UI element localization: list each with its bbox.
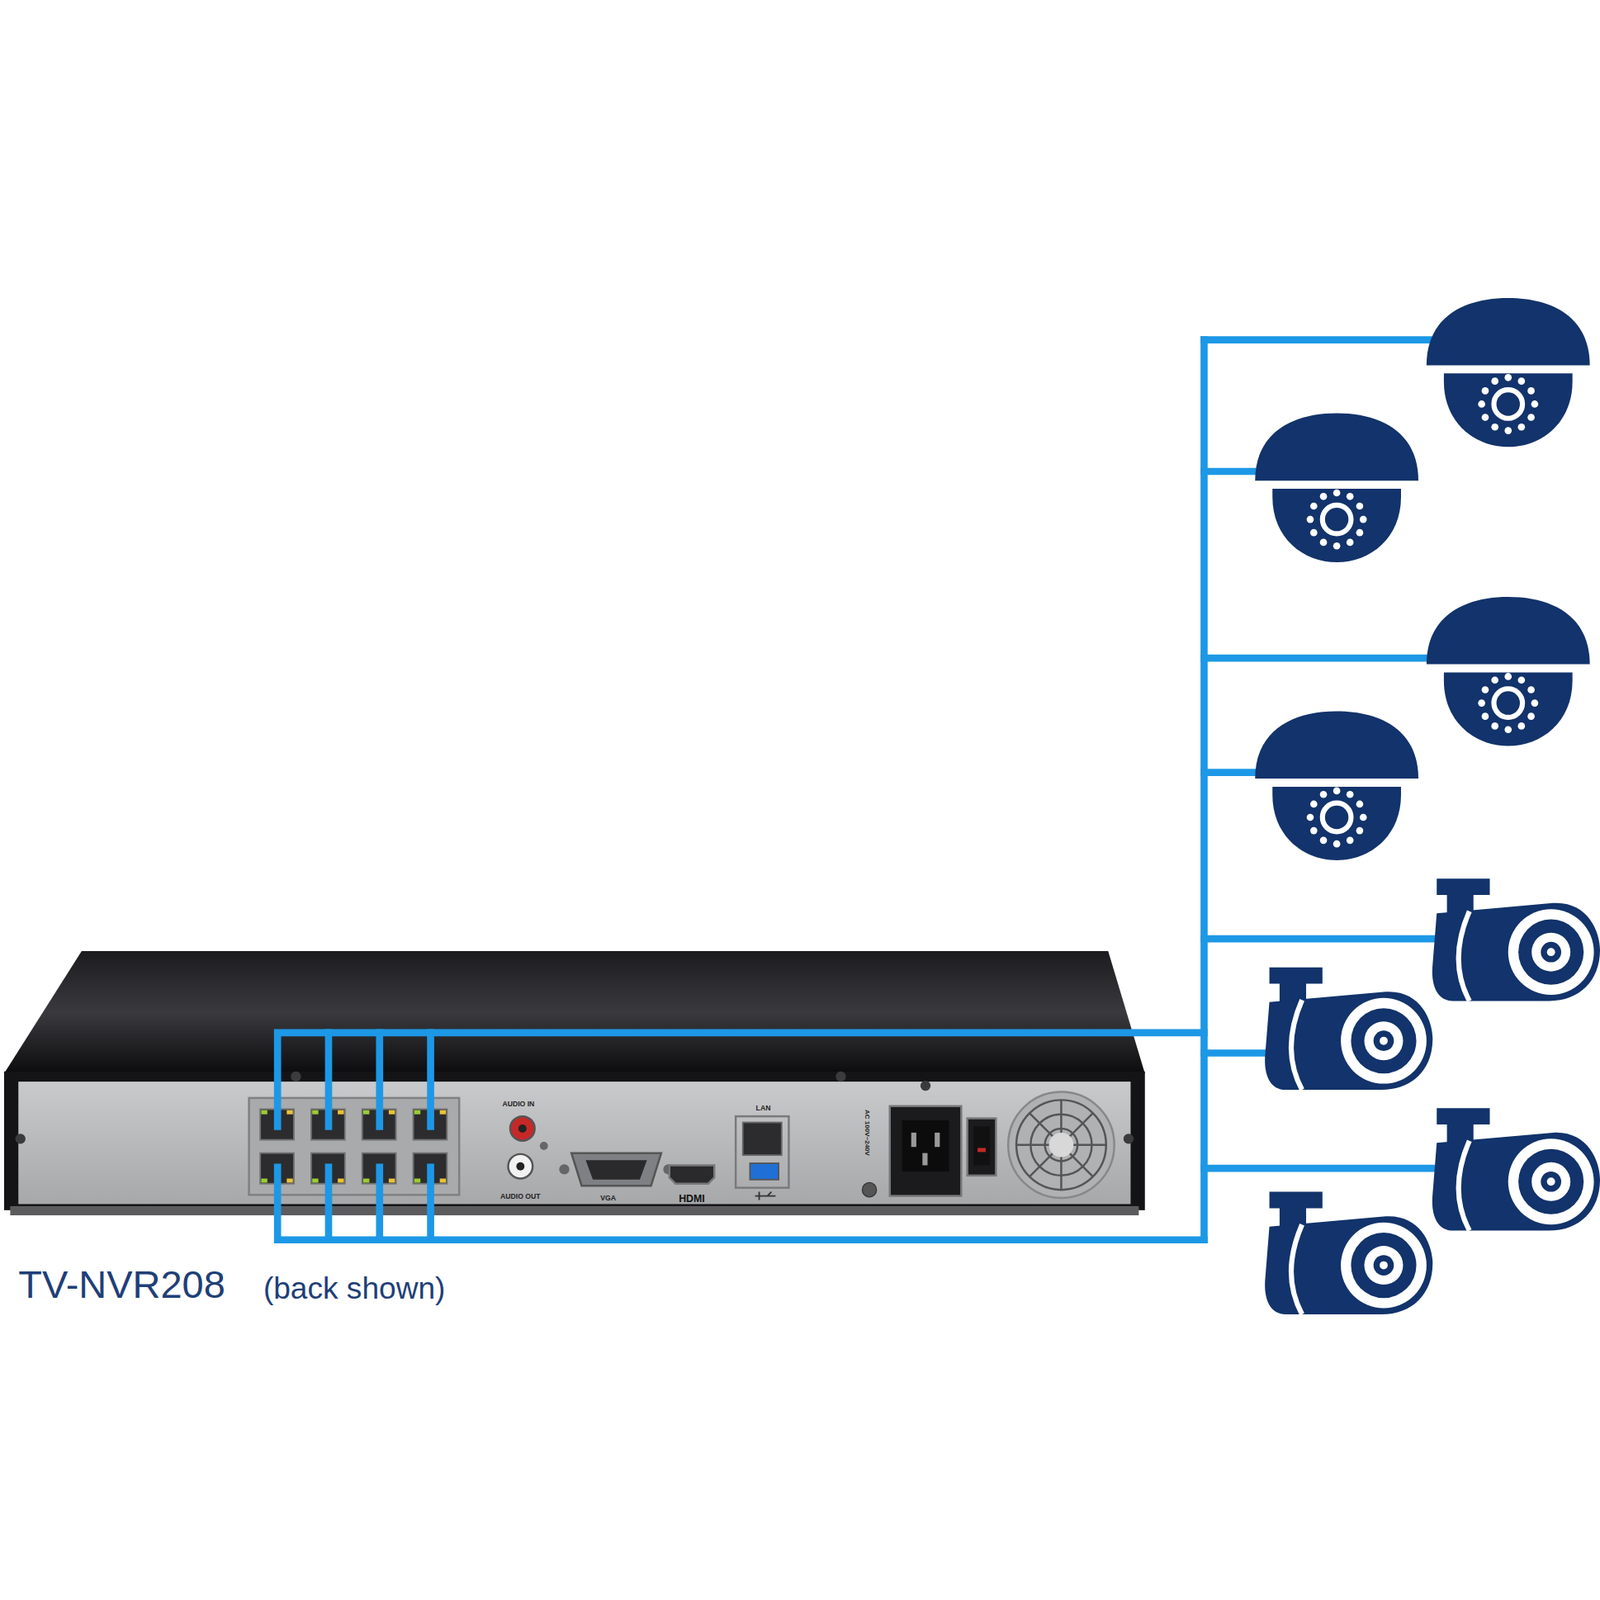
power-section xyxy=(889,1091,1115,1198)
art-part xyxy=(312,1110,318,1115)
art-part xyxy=(286,1110,293,1115)
port-label: LAN xyxy=(756,1104,772,1113)
art-part xyxy=(325,1167,333,1241)
dome-camera xyxy=(1254,413,1419,563)
art-part xyxy=(1203,1164,1439,1173)
art-part xyxy=(518,1124,527,1133)
dome-camera xyxy=(1426,298,1591,447)
cameras xyxy=(1254,298,1600,1315)
art-part xyxy=(260,1110,267,1115)
art-part xyxy=(889,1106,962,1197)
art-part xyxy=(375,1032,384,1127)
art-part xyxy=(1203,336,1434,344)
art-part xyxy=(260,1108,447,1184)
rear-panel xyxy=(18,1081,1131,1204)
art-part xyxy=(1203,1049,1270,1057)
port-label: VGA xyxy=(600,1194,616,1203)
art-part xyxy=(1203,935,1439,943)
art-part xyxy=(363,1178,370,1184)
art-part xyxy=(934,1132,940,1147)
art-part xyxy=(743,1122,782,1156)
nvr-frame xyxy=(4,1071,1146,1211)
art-part xyxy=(558,1164,569,1174)
art-part xyxy=(15,1133,26,1144)
art-part xyxy=(414,1110,421,1115)
art-part xyxy=(1008,1091,1115,1198)
port-label: AUDIO IN xyxy=(501,1100,535,1108)
art-part xyxy=(508,1154,534,1179)
ground-screw xyxy=(861,1182,876,1197)
art-part xyxy=(337,1110,344,1115)
art-part xyxy=(414,1178,421,1184)
dome-camera xyxy=(1426,596,1591,746)
art-part xyxy=(337,1178,344,1184)
art-part xyxy=(977,1147,986,1152)
art-part xyxy=(440,1178,446,1184)
bullet-camera xyxy=(1264,967,1433,1090)
bullet-camera xyxy=(1432,878,1600,1001)
art-part xyxy=(1016,1099,1107,1190)
network-wires xyxy=(277,340,1440,1241)
power-rating: AC 100V~240V xyxy=(864,1109,872,1156)
art-part xyxy=(260,1110,421,1184)
hdmi-port xyxy=(669,1164,715,1184)
art-part xyxy=(426,1167,435,1241)
art-part xyxy=(1203,654,1434,663)
art-part xyxy=(922,1153,928,1166)
art-part xyxy=(312,1178,318,1184)
caption: TV-NVR208 xyxy=(18,1265,226,1305)
art-part xyxy=(286,1110,446,1184)
art-part xyxy=(1016,1099,1107,1190)
art-part xyxy=(1016,1099,1107,1190)
art-part xyxy=(510,1116,535,1141)
dome-camera xyxy=(1254,710,1419,860)
art-part xyxy=(1049,1132,1075,1158)
nvr-body xyxy=(4,951,1146,1216)
caption-note: (back shown) xyxy=(263,1273,446,1304)
art-part xyxy=(375,1167,384,1241)
bullet-camera xyxy=(1432,1107,1600,1231)
art-part xyxy=(749,1163,779,1180)
audio-jacks xyxy=(508,1116,549,1179)
art-part xyxy=(440,1110,446,1115)
art-part xyxy=(286,1178,293,1184)
art-part xyxy=(735,1116,789,1189)
art-part xyxy=(585,1159,647,1179)
art-part xyxy=(539,1141,549,1151)
art-part xyxy=(325,1032,333,1127)
port-label: HDMI xyxy=(678,1193,706,1204)
art-part xyxy=(911,1132,917,1147)
nvr-top xyxy=(4,951,1146,1074)
art-part xyxy=(388,1178,395,1184)
art-part xyxy=(515,1162,525,1171)
art-part xyxy=(426,1032,435,1127)
art-part xyxy=(1123,1133,1134,1144)
vga-port xyxy=(558,1153,673,1187)
art-part xyxy=(363,1110,370,1115)
art-part xyxy=(902,1120,950,1172)
art-part xyxy=(967,1118,997,1176)
bottom-lip xyxy=(9,1206,1139,1216)
screws xyxy=(15,1071,1135,1145)
art-part xyxy=(260,1178,267,1184)
bullet-camera xyxy=(1264,1192,1433,1315)
art-part xyxy=(571,1153,662,1187)
port-label: AUDIO OUT xyxy=(500,1192,541,1200)
lan-usb xyxy=(735,1116,789,1200)
art-part xyxy=(388,1110,395,1115)
art-part xyxy=(669,1164,715,1184)
art-part xyxy=(911,1132,941,1166)
art-part xyxy=(755,1192,777,1201)
art-part xyxy=(277,1032,1204,1127)
art-part xyxy=(290,1071,301,1082)
art-part xyxy=(861,1182,876,1197)
art-part xyxy=(920,1080,931,1091)
art-part xyxy=(277,1167,1204,1241)
art-part xyxy=(973,1126,990,1166)
art-part xyxy=(835,1071,846,1082)
